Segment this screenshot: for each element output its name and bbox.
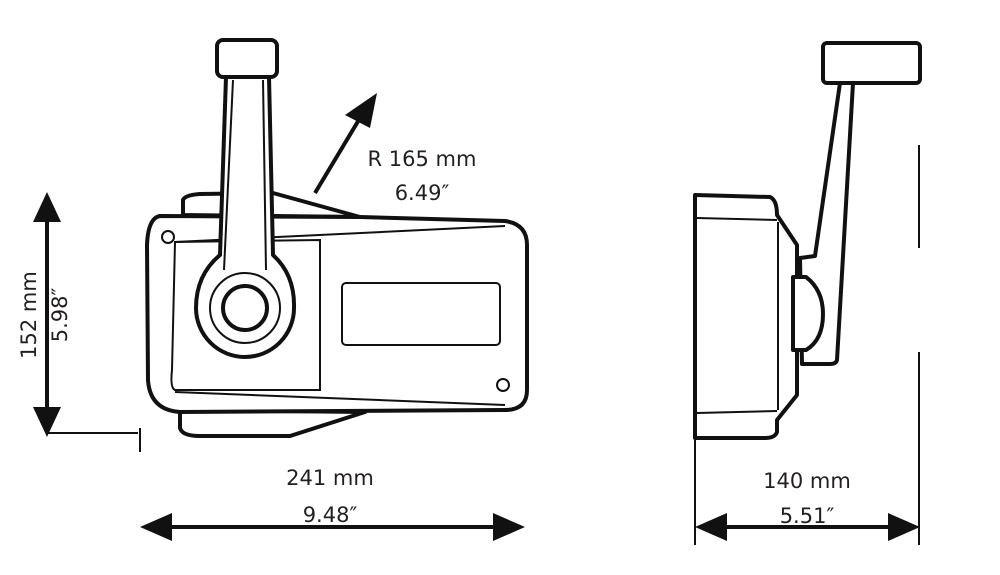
front-lever-arm [194,75,297,359]
width-arrow-left [140,513,172,541]
side-housing [693,193,799,440]
radius-label-in: 6.49″ [395,181,450,205]
radius-arrow-shaft [313,116,362,195]
side-bottom-cap-line [696,410,778,414]
lever-arm-inner-left [223,79,234,271]
depth-dimension: 140 mm 5.51″ [695,469,920,541]
screw-hole-top-left [161,230,175,244]
height-arrow-bottom [33,407,61,437]
radius-arrowhead [345,93,377,128]
width-dimension: 241 mm 9.48″ [140,466,525,541]
label-window [341,282,501,346]
front-view: R 165 mm 6.49″ [145,38,529,438]
width-arrow-right [493,513,525,541]
side-view [693,41,922,545]
pivot-ring [209,272,281,344]
side-top-cap-line [696,217,778,221]
depth-label-in: 5.51″ [780,504,835,528]
depth-label: 140 mm [763,469,851,493]
side-hub [791,275,825,352]
height-label-in: 5.98″ [48,288,72,343]
height-label: 152 mm [17,271,41,359]
screw-hole-bottom-right [496,378,510,392]
side-lever-knob [821,41,922,85]
pivot-boss [221,284,269,332]
radius-label: R 165 mm [368,147,477,171]
width-label: 241 mm [286,466,374,490]
height-arrow-top [33,192,61,222]
height-dimension: 152 mm 5.98″ [17,192,141,452]
depth-arrow-right [888,513,920,541]
front-inner-panel [170,238,321,391]
lever-arm-inner-right [262,79,267,271]
width-label-in: 9.48″ [303,503,358,527]
front-bottom-rim [174,391,506,406]
front-lower-flange [178,408,367,438]
front-lever-knob [215,38,279,79]
depth-arrow-left [695,513,727,541]
